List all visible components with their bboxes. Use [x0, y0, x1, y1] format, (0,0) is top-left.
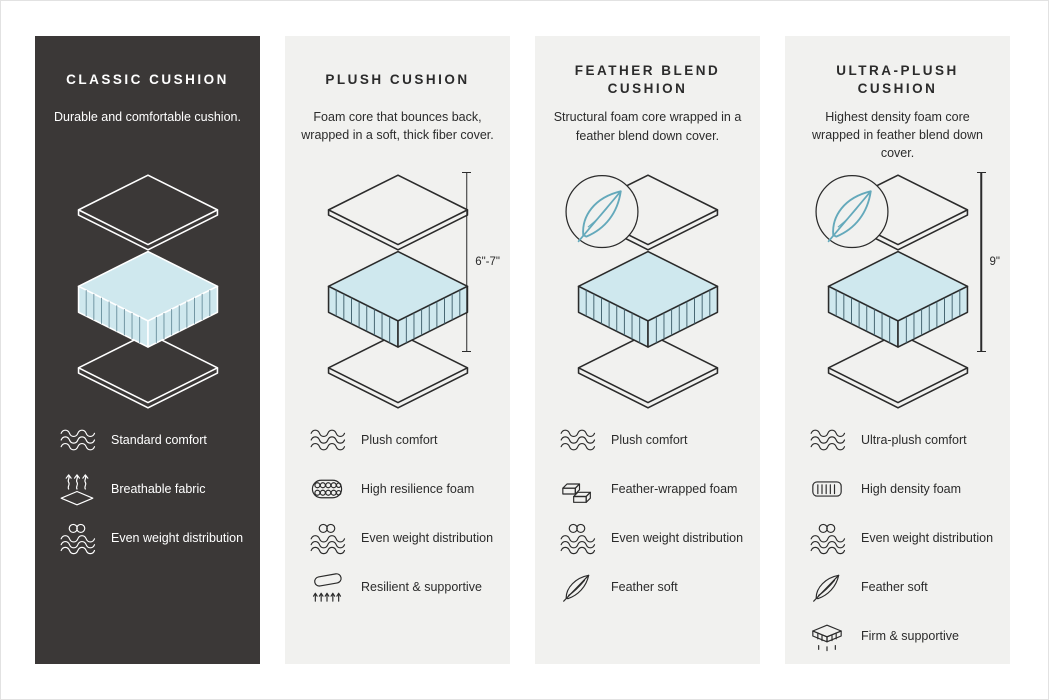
card-title-text: PLUSH CUSHION	[325, 71, 470, 87]
feature-row: Resilient & supportive	[305, 569, 494, 605]
feature-row: High resilience foam	[305, 471, 494, 507]
feature-row: Even weight distribution	[55, 520, 244, 556]
height-measurement: 9"	[976, 172, 1000, 352]
feature-row: Even weight distribution	[305, 520, 494, 556]
feature-row: Plush comfort	[305, 422, 494, 458]
feature-row: Firm & supportive	[805, 618, 994, 654]
high-density-foam-icon	[805, 471, 849, 507]
feature-row: Feather soft	[805, 569, 994, 605]
feature-label: Even weight distribution	[611, 531, 744, 545]
card-title-text: ULTRA-PLUSH CUSHION	[836, 62, 959, 96]
cushion-layers-illustration	[564, 163, 735, 413]
measure-label: 6"-7"	[475, 256, 500, 268]
waves-icon	[305, 422, 349, 458]
even-weight-icon	[55, 520, 99, 556]
height-measurement: 6"-7"	[462, 172, 500, 352]
card-description: Structural foam core wrapped in a feathe…	[553, 110, 742, 143]
resilience-foam-icon	[305, 471, 349, 507]
feature-label: Even weight distribution	[861, 530, 994, 545]
feature-label: Standard comfort	[111, 432, 207, 447]
card-ultra-plush-cushion: ULTRA-PLUSH CUSHION Highest density foam…	[785, 36, 1010, 664]
card-description: Foam core that bounces back, wrapped in …	[301, 110, 494, 143]
card-title: PLUSH CUSHION	[301, 62, 494, 98]
feature-label: Feather-wrapped foam	[611, 482, 738, 496]
feather-wrapped-foam-icon	[555, 471, 599, 507]
feature-label: Feather soft	[611, 580, 678, 594]
waves-icon	[555, 422, 599, 458]
resilient-supportive-icon	[305, 569, 349, 605]
cushion-diagram: 9"	[801, 163, 1000, 413]
card-description: Highest density foam core wrapped in fea…	[812, 110, 983, 161]
waves-icon	[55, 422, 99, 458]
feather-icon	[805, 569, 849, 605]
feature-list: Plush comfort High resilience foam Even …	[301, 422, 494, 605]
card-title: ULTRA-PLUSH CUSHION	[801, 62, 994, 98]
feather-badge-icon	[814, 174, 889, 249]
card-classic-cushion: CLASSIC CUSHION Durable and comfortable …	[35, 36, 260, 664]
card-description: Durable and comfortable cushion.	[54, 110, 241, 124]
feature-row: Feather-wrapped foam	[555, 471, 744, 507]
feature-label: High density foam	[861, 481, 962, 496]
measure-label: 9"	[989, 256, 1000, 268]
feature-label: Breathable fabric	[111, 481, 206, 496]
feature-list: Standard comfort Breathable fabric Even …	[51, 422, 244, 556]
measure-bracket	[462, 172, 472, 352]
cushion-diagram	[51, 164, 244, 412]
card-title: FEATHER BLEND CUSHION	[551, 62, 744, 98]
feature-list: Ultra-plush comfort High density foam Ev…	[801, 422, 994, 654]
even-weight-icon	[305, 520, 349, 556]
feature-label: Firm & supportive	[861, 628, 959, 643]
feature-label: High resilience foam	[361, 481, 475, 496]
feature-label: Even weight distribution	[361, 530, 494, 545]
waves-icon	[805, 422, 849, 458]
feature-row: Feather soft	[555, 569, 744, 605]
feature-label: Plush comfort	[611, 433, 688, 447]
feather-icon	[555, 569, 599, 605]
measure-bracket	[976, 172, 986, 352]
card-feather-blend-cushion: FEATHER BLEND CUSHION Structural foam co…	[535, 36, 760, 664]
feature-row: Breathable fabric	[55, 471, 244, 507]
feature-label: Even weight distribution	[111, 530, 244, 545]
feature-row: High density foam	[805, 471, 994, 507]
card-plush-cushion: PLUSH CUSHION Foam core that bounces bac…	[285, 36, 510, 664]
card-title-text: CLASSIC CUSHION	[66, 71, 229, 87]
even-weight-icon	[805, 520, 849, 556]
feather-badge-icon	[564, 175, 639, 249]
breathable-fabric-icon	[55, 471, 99, 507]
feature-row: Ultra-plush comfort	[805, 422, 994, 458]
even-weight-icon	[555, 520, 599, 556]
feature-row: Plush comfort	[555, 422, 744, 458]
feature-label: Resilient & supportive	[361, 579, 482, 594]
feature-label: Ultra-plush comfort	[861, 432, 967, 447]
feature-label: Feather soft	[861, 579, 928, 594]
cushion-layers-illustration	[311, 163, 485, 413]
feature-row: Even weight distribution	[805, 520, 994, 556]
feature-row: Even weight distribution	[555, 520, 744, 556]
cushion-layers-illustration	[61, 163, 235, 413]
cushion-layers-illustration	[814, 163, 985, 413]
card-title-text: FEATHER BLEND CUSHION	[574, 63, 721, 97]
card-title: CLASSIC CUSHION	[51, 62, 244, 98]
cushion-diagram: 6"-7"	[301, 163, 500, 413]
feature-row: Standard comfort	[55, 422, 244, 458]
feature-label: Plush comfort	[361, 432, 438, 447]
cushion-diagram	[551, 164, 744, 412]
firm-supportive-icon	[805, 618, 849, 654]
feature-list: Plush comfort Feather-wrapped foam Even …	[551, 422, 744, 605]
